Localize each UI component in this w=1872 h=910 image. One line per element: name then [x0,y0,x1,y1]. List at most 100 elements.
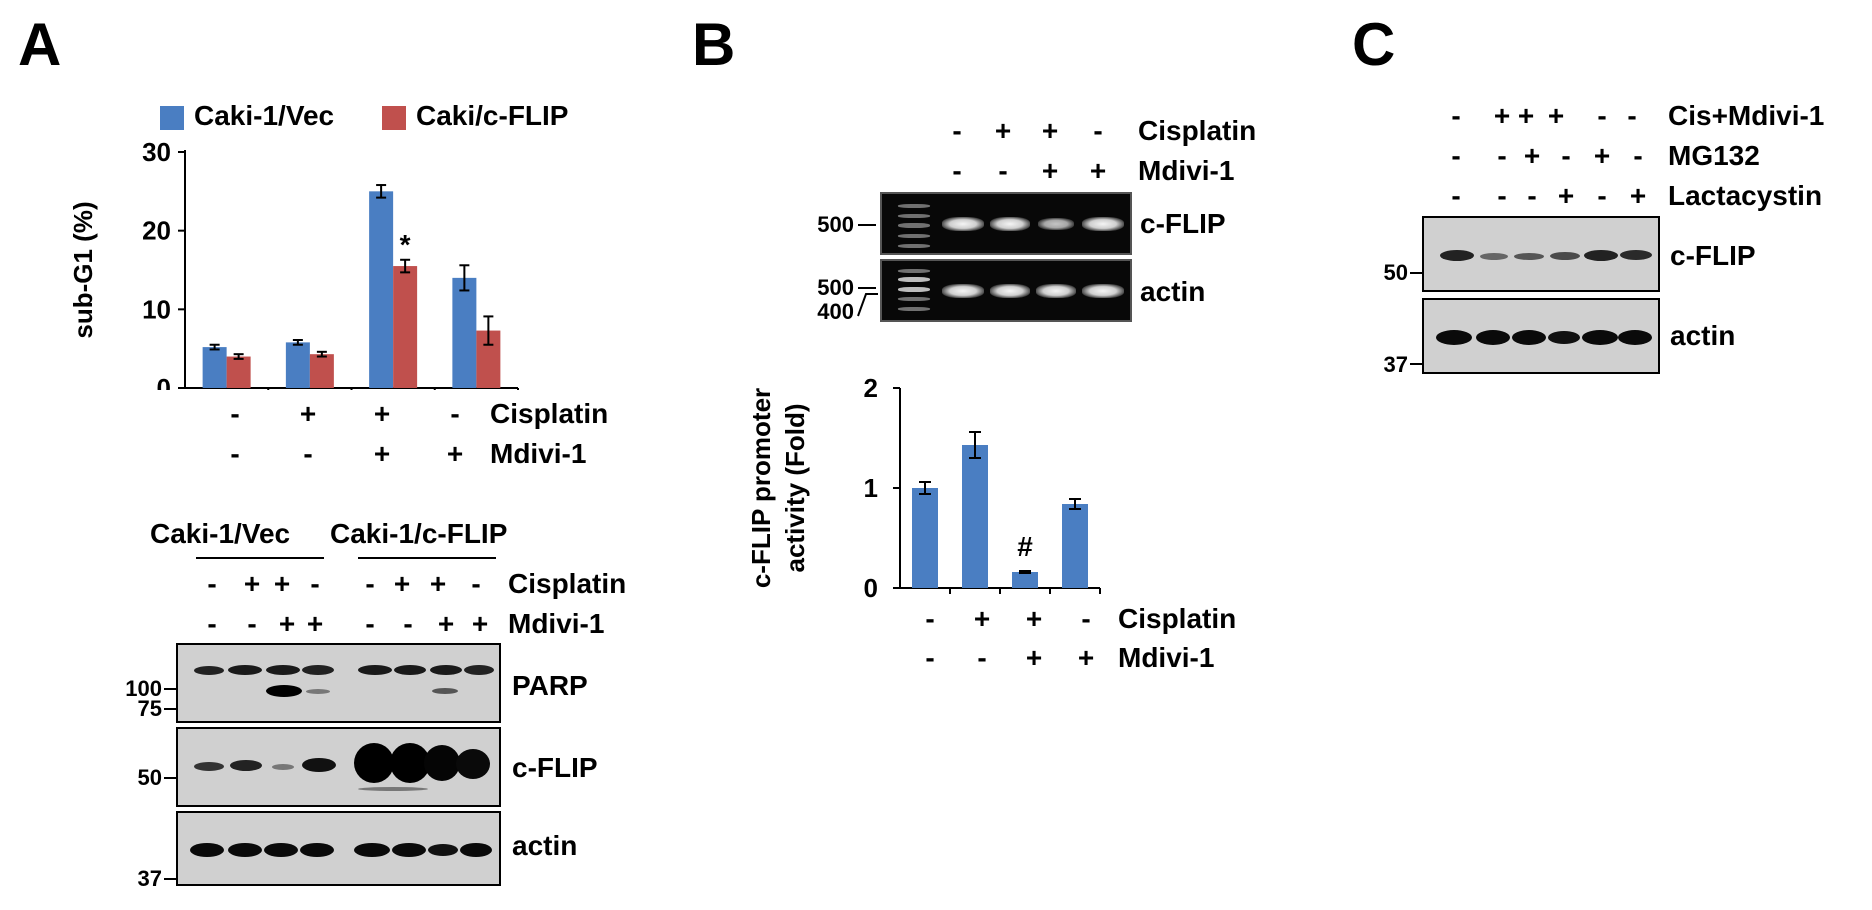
chart-b-cis-1: - [925,603,935,634]
gel-b-cis-4: - [1093,115,1103,146]
panel-c-sign-2-3: + [1557,180,1575,211]
panel-c-label-1: MG132 [1668,140,1760,171]
legend-label-flip: Caki/c-FLIP [416,100,569,131]
chart-b-bar-1 [962,445,988,588]
blot-a-md-5: - [365,608,375,639]
panel-c-label-0: Cis+Mdivi-1 [1668,100,1825,131]
panel-c-sign-2-5: + [1629,180,1647,211]
blot-a-parp [176,643,501,723]
blot-a-cis-2: + [243,568,261,599]
gel-b-ladder-400: 400 [817,299,854,324]
chart-a-legend: Caki-1/Vec Caki/c-FLIP [160,100,640,136]
chart-b-md-1: - [925,642,935,673]
gel-b-cflip [880,192,1132,255]
panel-c-sign-2-2: - [1527,180,1537,211]
blot-a-mw-50-tick [164,777,176,779]
chart-a-bar-s1-2 [393,266,418,388]
gel-b-md-4: + [1089,155,1107,186]
panel-c-sign-0-5: - [1627,100,1637,131]
gel-b-ladder-500a-tick [858,224,876,226]
blot-a-cis-4: - [310,568,320,599]
chart-a-y-tick-label-2: 20 [142,216,171,246]
chart-a-cis-label: Cisplatin [490,398,609,429]
gel-b-md-2: - [998,155,1008,186]
chart-b-md-3: + [1025,642,1043,673]
chart-a-bar-s0-3 [452,277,477,388]
chart-a-cis-2: + [299,398,317,429]
blot-c-cflip [1422,216,1660,292]
blot-a-row-cflip: c-FLIP [512,752,598,783]
panel-c-sign-2-1: - [1497,180,1507,211]
blot-c-mw-37-tick [1410,363,1422,365]
blot-a-mw-75-tick [164,708,176,710]
chart-b-md-label: Mdivi-1 [1118,642,1215,673]
chart-b-md-2: - [977,642,987,673]
chart-a-md-1: - [230,438,240,469]
blot-a-cis-label: Cisplatin [508,568,627,599]
chart-a-y-label: sub-G1 (%) [68,201,98,338]
chart-a-y-tick-label-1: 10 [142,294,171,324]
panel-c-sign-2-4: - [1597,180,1607,211]
chart-b-significance-hash: # [1017,531,1033,562]
chart-a-y-tick-label-0: 0 [157,373,171,390]
panel-c-sign-0-2: + [1517,100,1535,131]
chart-a-bar-s0-0 [202,347,227,388]
blot-a-md-6: - [403,608,413,639]
gel-b-ladder-500b: 500 [817,275,854,300]
gel-b-cis-1: - [952,115,962,146]
gel-b-cis-3: + [1041,115,1059,146]
blot-a-md-2: - [247,608,257,639]
gel-b-row-cflip: c-FLIP [1140,208,1226,239]
panel-c-sign-0-4: - [1597,100,1607,131]
blot-a-group2-line [358,557,496,559]
chart-a-bar-s0-2 [369,191,394,388]
blot-a-cis-7: + [429,568,447,599]
panel-c-sign-1-1: - [1497,140,1507,171]
legend-swatch-flip [382,106,406,130]
blot-a-cis-3: + [273,568,291,599]
blot-a-row-actin: actin [512,830,578,861]
chart-a-bar-s1-1 [309,354,334,388]
gel-b-actin [880,259,1132,322]
chart-b-bar-3 [1062,504,1088,588]
chart-b-y-tick-label-0: 0 [864,573,878,598]
legend-label-vec: Caki-1/Vec [194,100,335,131]
gel-b-md-3: + [1041,155,1059,186]
blot-a-cis-8: - [471,568,481,599]
blot-a-md-4: + [306,608,324,639]
chart-b-y-tick-label-1: 1 [864,473,878,503]
chart-b-y-label-line-0: c-FLIP promoter [746,388,776,588]
blot-c-mw-37: 37 [1383,352,1408,377]
blot-a-md-7: + [437,608,455,639]
blot-a-mw-100-tick [164,688,176,690]
gel-b-ladder-500a: 500 [817,212,854,237]
panel-c-sign-0-1: + [1493,100,1511,131]
chart-b-cis-3: + [1025,603,1043,634]
blot-a-cflip [176,727,501,807]
chart-a-significance-star: * [400,229,411,260]
gel-b-cis-label: Cisplatin [1138,115,1257,146]
panel-label-a: A [18,11,62,78]
panel-c-sign-0-0: - [1451,100,1461,131]
chart-a-md-label: Mdivi-1 [490,438,587,469]
blot-a-actin [176,811,501,886]
blot-a-md-1: - [207,608,217,639]
blot-a-mw-100: 100 [125,676,162,701]
blot-c-mw-50: 50 [1383,260,1408,285]
blot-a-group1-line [196,557,324,559]
chart-a-cis-1: - [230,398,240,429]
chart-b-cis-label: Cisplatin [1118,603,1237,634]
gel-b-cis-2: + [994,115,1012,146]
chart-b-cis-4: - [1081,603,1091,634]
blot-a-mw-37-tick [164,878,176,880]
blot-a-cis-5: - [365,568,375,599]
blot-c-row-cflip: c-FLIP [1670,240,1756,271]
gel-b-md-1: - [952,155,962,186]
gel-b-row-actin: actin [1140,276,1206,307]
chart-a-md-2: - [303,438,313,469]
panel-c-sign-1-0: - [1451,140,1461,171]
panel-label-c: C [1352,11,1396,78]
chart-a-cis-4: - [450,398,460,429]
